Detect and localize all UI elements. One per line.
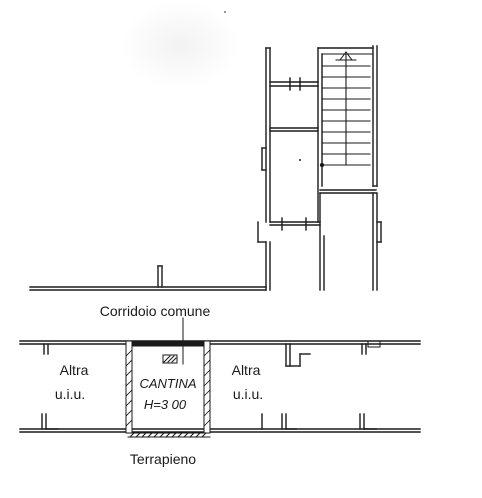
left-unit-label-line1: Altra: [59, 362, 89, 378]
scan-shadow: [120, 0, 240, 90]
cellar-name-label: CANTINA: [139, 376, 197, 391]
corridor-label: Corridoio comune: [99, 303, 211, 319]
basement-top-wall: [19, 340, 421, 367]
left-unit-label-line2: u.i.u.: [54, 386, 86, 402]
right-unit-label-line2: u.i.u.: [232, 386, 264, 402]
upper-walls: [257, 45, 382, 291]
cellar-wall-hatch: [125, 349, 211, 427]
upper-ground-line: [29, 265, 267, 291]
embankment-label: Terrapieno: [129, 451, 197, 467]
cellar-door-symbol: [162, 354, 178, 364]
basement-bottom-wall: [19, 413, 421, 433]
cellar-height-label: H=3 00: [143, 397, 187, 412]
staircase: [319, 51, 374, 168]
embankment-hatch: [127, 432, 211, 438]
right-unit-label-line1: Altra: [231, 362, 261, 378]
